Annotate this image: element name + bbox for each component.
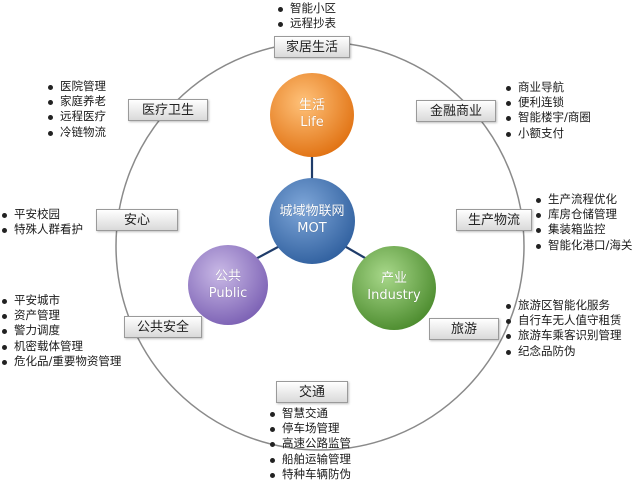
category-home-box: 家居生活 xyxy=(274,36,350,58)
list-item: 平安校园 xyxy=(0,207,83,222)
center-label: 城域物联网 MOT xyxy=(262,203,362,237)
list-item: 旅游车乘客识别管理 xyxy=(504,328,622,343)
list-item: 平安城市 xyxy=(0,293,121,308)
list-item: 智能楼宇/商圈 xyxy=(504,110,591,125)
category-tourism-box: 旅游 xyxy=(429,318,499,340)
list-item: 自行车无人值守租赁 xyxy=(504,313,622,328)
list-item: 警力调度 xyxy=(0,323,121,338)
list-item: 船舶运输管理 xyxy=(268,452,351,467)
list-item: 特种车辆防伪 xyxy=(268,467,351,482)
list-item: 生产流程优化 xyxy=(534,192,632,207)
category-finance-box: 金融商业 xyxy=(416,100,496,122)
list-item: 纪念品防伪 xyxy=(504,344,622,359)
category-medical-box: 医疗卫生 xyxy=(128,99,208,121)
traffic-items-list: 智慧交通 停车场管理 高速公路监管 船舶运输管理 特种车辆防伪 xyxy=(268,406,351,482)
center-label-line1: 城域物联网 xyxy=(279,204,345,219)
hub-life-line1: 生活 xyxy=(298,98,325,113)
production-items-list: 生产流程优化 库房仓储管理 集装箱监控 智能化港口/海关 xyxy=(534,192,632,253)
hub-public-label: 公共 Public xyxy=(188,268,268,302)
center-label-line2: MOT xyxy=(297,221,327,236)
list-item: 家庭养老 xyxy=(46,94,106,109)
list-item: 智能小区 xyxy=(276,1,336,16)
tourism-items-list: 旅游区智能化服务 自行车无人值守租赁 旅游车乘客识别管理 纪念品防伪 xyxy=(504,298,622,359)
category-production-box: 生产物流 xyxy=(456,209,532,231)
hub-public-circle xyxy=(188,245,268,325)
hub-life-label: 生活 Life xyxy=(272,97,352,131)
security-items-list: 平安城市 资产管理 警力调度 机密载体管理 危化品/重要物资管理 xyxy=(0,293,121,369)
list-item: 资产管理 xyxy=(0,308,121,323)
hub-life-line2: Life xyxy=(300,115,324,130)
list-item: 医院管理 xyxy=(46,79,106,94)
list-item: 冷链物流 xyxy=(46,125,106,140)
hub-public-line2: Public xyxy=(208,286,248,301)
list-item: 智慧交通 xyxy=(268,406,351,421)
hub-industry-circle xyxy=(352,246,436,330)
list-item: 特殊人群看护 xyxy=(0,222,83,237)
hub-industry-line2: Industry xyxy=(367,288,421,303)
category-traffic-box: 交通 xyxy=(276,381,348,403)
hub-life-circle xyxy=(270,73,354,157)
list-item: 远程抄表 xyxy=(276,16,336,31)
home-items-list: 智能小区 远程抄表 xyxy=(276,1,336,31)
hub-industry-line1: 产业 xyxy=(380,271,407,286)
list-item: 高速公路监管 xyxy=(268,436,351,451)
list-item: 停车场管理 xyxy=(268,421,351,436)
center-mot-circle xyxy=(269,178,355,264)
list-item: 商业导航 xyxy=(504,80,591,95)
list-item: 机密载体管理 xyxy=(0,339,121,354)
list-item: 智能化港口/海关 xyxy=(534,238,632,253)
category-safety-box: 安心 xyxy=(96,209,178,231)
list-item: 集装箱监控 xyxy=(534,222,632,237)
category-security-box: 公共安全 xyxy=(124,316,202,338)
hub-industry-label: 产业 Industry xyxy=(352,270,436,304)
list-item: 远程医疗 xyxy=(46,109,106,124)
list-item: 便利连锁 xyxy=(504,95,591,110)
list-item: 旅游区智能化服务 xyxy=(504,298,622,313)
list-item: 危化品/重要物资管理 xyxy=(0,354,121,369)
finance-items-list: 商业导航 便利连锁 智能楼宇/商圈 小额支付 xyxy=(504,80,591,141)
list-item: 库房仓储管理 xyxy=(534,207,632,222)
hub-public-line1: 公共 xyxy=(214,269,241,284)
list-item: 小额支付 xyxy=(504,126,591,141)
medical-items-list: 医院管理 家庭养老 远程医疗 冷链物流 xyxy=(46,79,106,140)
safety-items-list: 平安校园 特殊人群看护 xyxy=(0,207,83,237)
